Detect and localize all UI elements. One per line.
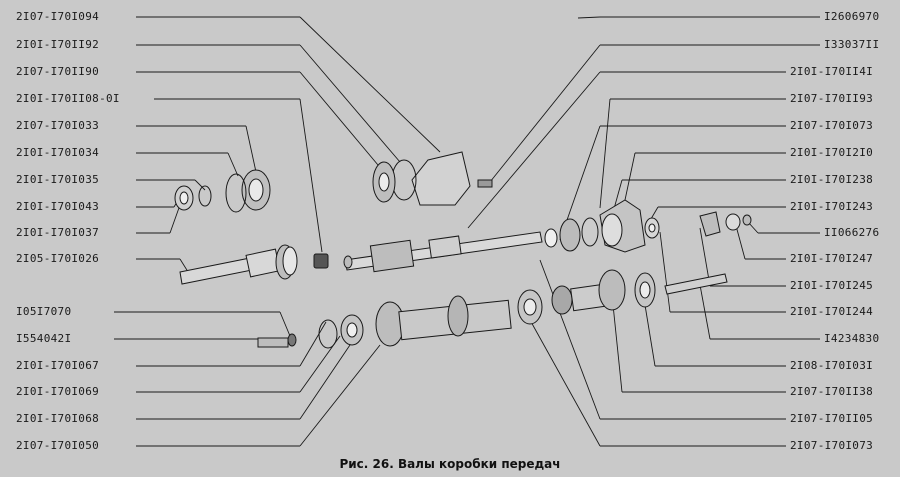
part-label-right: 2I07-I70I073	[790, 119, 874, 132]
leader-lines	[114, 16, 820, 447]
leader-line	[227, 152, 239, 177]
leader-line	[299, 341, 353, 420]
part-label-left: 2I0I-I70I069	[16, 385, 100, 398]
leader-line	[299, 16, 441, 153]
figure-caption: Рис. 26. Валы коробки передач	[339, 457, 561, 471]
part-label-left: I554042I	[16, 332, 72, 345]
part-label-left: 2I0I-I70I068	[16, 412, 100, 425]
main-shaft	[343, 231, 543, 273]
leader-line	[299, 344, 381, 447]
part-label-right: 2I07-I70II05	[790, 412, 874, 425]
part-label-right: 2I0I-I70II4I	[790, 65, 874, 78]
part-label-right: 2I0I-I70I238	[790, 173, 874, 186]
leader-line	[279, 311, 291, 337]
needle-bearing	[313, 253, 329, 269]
input-shaft	[179, 244, 298, 285]
part-label-right: 2I07-I70II38	[790, 385, 874, 398]
leader-line	[299, 321, 327, 367]
part-label-left: 2I05-I70I026	[16, 252, 100, 265]
part-label-right: II066276	[824, 226, 880, 239]
leader-line	[194, 179, 206, 191]
leader-line	[467, 71, 601, 229]
leader-line	[539, 259, 601, 420]
leader-line	[245, 125, 257, 173]
part-label-right: 2I0I-I70I247	[790, 252, 874, 265]
leader-line	[644, 304, 656, 367]
leader-line	[489, 44, 601, 183]
leader-line	[299, 71, 379, 166]
part-label-left: 2I0I-I70I035	[16, 173, 100, 186]
part-label-left: 2I07-I70I050	[16, 439, 100, 452]
part-label-right: 2I0I-I70I245	[790, 279, 874, 292]
part-label-right: 2I07-I70II93	[790, 92, 874, 105]
leader-line	[599, 98, 611, 209]
part-label-right: 2I08-I70I03I	[790, 359, 874, 372]
input-shaft-bearing	[174, 169, 271, 213]
part-label-left: 2I0I-I70I037	[16, 226, 100, 239]
leader-line	[577, 16, 601, 19]
part-label-left: 2I07-I70I094	[16, 10, 100, 23]
part-label-right: I33037II	[824, 38, 880, 51]
leader-line	[169, 204, 181, 234]
reverse-shaft	[551, 269, 728, 315]
part-label-right: I2606970	[824, 10, 880, 23]
part-label-left: 2I0I-I70I043	[16, 200, 100, 213]
part-label-left: I05I7070	[16, 305, 72, 318]
part-label-left: 2I07-I70II90	[16, 65, 100, 78]
part-label-left: 2I0I-I70II08-0I	[16, 92, 120, 105]
part-label-right: 2I07-I70I073	[790, 439, 874, 452]
part-label-right: I4234830	[824, 332, 880, 345]
part-label-right: 2I0I-I70I243	[790, 200, 874, 213]
part-label-left: 2I07-I70I033	[16, 119, 100, 132]
leader-line	[299, 44, 401, 163]
leader-line	[699, 227, 711, 287]
part-label-left: 2I0I-I70I034	[16, 146, 100, 159]
part-label-left: 2I0I-I70II92	[16, 38, 100, 51]
leader-line	[529, 319, 601, 447]
counter-shaft	[257, 289, 543, 349]
leader-line	[659, 231, 671, 313]
part-label-left: 2I0I-I70I067	[16, 359, 100, 372]
leader-line	[699, 284, 711, 340]
part-label-right: 2I0I-I70I2I0	[790, 146, 874, 159]
rear-flange-group	[544, 199, 752, 253]
rear-bearing-cover	[372, 151, 493, 206]
leader-line	[611, 294, 623, 393]
leader-line	[624, 152, 636, 201]
part-label-right: 2I0I-I70I244	[790, 305, 874, 318]
leader-line	[299, 98, 323, 253]
